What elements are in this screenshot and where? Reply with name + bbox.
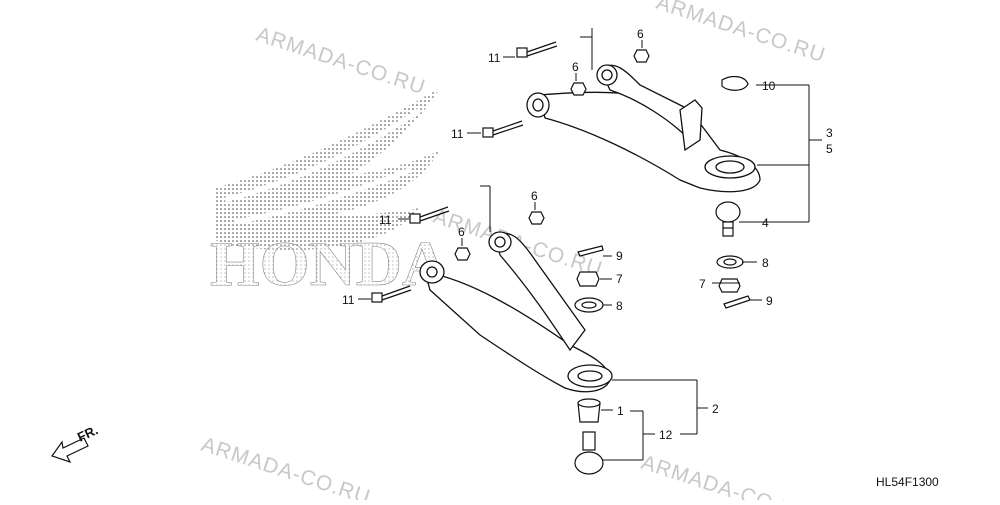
bolt-upper-rear <box>516 41 558 58</box>
callouts: 11 6 6 10 11 3 5 4 6 11 6 9 7 8 8 7 9 11… <box>342 27 833 442</box>
callout-11-lower-rear: 11 <box>379 213 392 227</box>
callout-11-upper-front: 11 <box>451 127 464 141</box>
castle-nut-upper-icon <box>718 278 741 293</box>
upper-ball-joint-icon <box>715 201 741 237</box>
callout-11-upper-rear: 11 <box>488 51 501 65</box>
callout-6-lower-left: 6 <box>458 225 465 239</box>
callout-9-upper: 9 <box>766 294 773 308</box>
watermark-top-right: ARMADA-CO.RU <box>653 0 828 67</box>
front-direction-indicator: FR. <box>51 422 100 464</box>
bolt-upper-front <box>482 120 524 138</box>
lower-ball-joint-icon <box>574 431 604 475</box>
diagram-code: HL54F1300 <box>876 475 939 489</box>
callout-8-lower: 8 <box>616 299 623 313</box>
nuts <box>454 49 650 261</box>
callout-5: 5 <box>826 142 833 156</box>
callout-7-lower: 7 <box>616 272 623 286</box>
castle-nut-lower-icon <box>576 271 600 287</box>
boot-icon <box>577 398 601 423</box>
callout-1: 1 <box>617 404 624 418</box>
callout-2: 2 <box>712 402 719 416</box>
watermark-bottom-left: ARMADA-CO.RU <box>198 433 373 500</box>
lower-arm <box>419 231 613 393</box>
callout-4: 4 <box>762 216 769 230</box>
small-parts <box>574 75 751 475</box>
callout-10: 10 <box>762 79 776 93</box>
leader-lines <box>358 28 822 461</box>
honda-wing-logo: HONDA <box>210 88 449 299</box>
upper-arm <box>526 64 761 193</box>
callout-6-lower-right: 6 <box>531 189 538 203</box>
callout-8-upper: 8 <box>762 256 769 270</box>
direction-label: FR. <box>75 422 100 444</box>
wing-icon <box>215 88 440 250</box>
callout-11-lower-front: 11 <box>342 293 355 307</box>
callout-6-upper-left: 6 <box>572 60 579 74</box>
callout-6-upper-right: 6 <box>637 27 644 41</box>
cotter-pin-upper-icon <box>723 295 751 309</box>
callout-3: 3 <box>826 126 833 140</box>
callout-7-upper: 7 <box>699 277 706 291</box>
callout-9-lower: 9 <box>616 249 623 263</box>
bolt-lower-front <box>371 285 412 303</box>
arrow-icon <box>51 437 89 464</box>
honda-logo-text: HONDA <box>210 228 448 299</box>
watermark-bottom-right: ARMADA-CO.RU <box>638 451 813 500</box>
circlip-icon <box>721 75 749 91</box>
cotter-pin-lower-icon <box>577 245 604 257</box>
callout-12: 12 <box>659 428 673 442</box>
bolt-lower-rear <box>409 206 450 224</box>
watermark-top-center: ARMADA-CO.RU <box>253 23 428 99</box>
bolts <box>371 41 558 303</box>
